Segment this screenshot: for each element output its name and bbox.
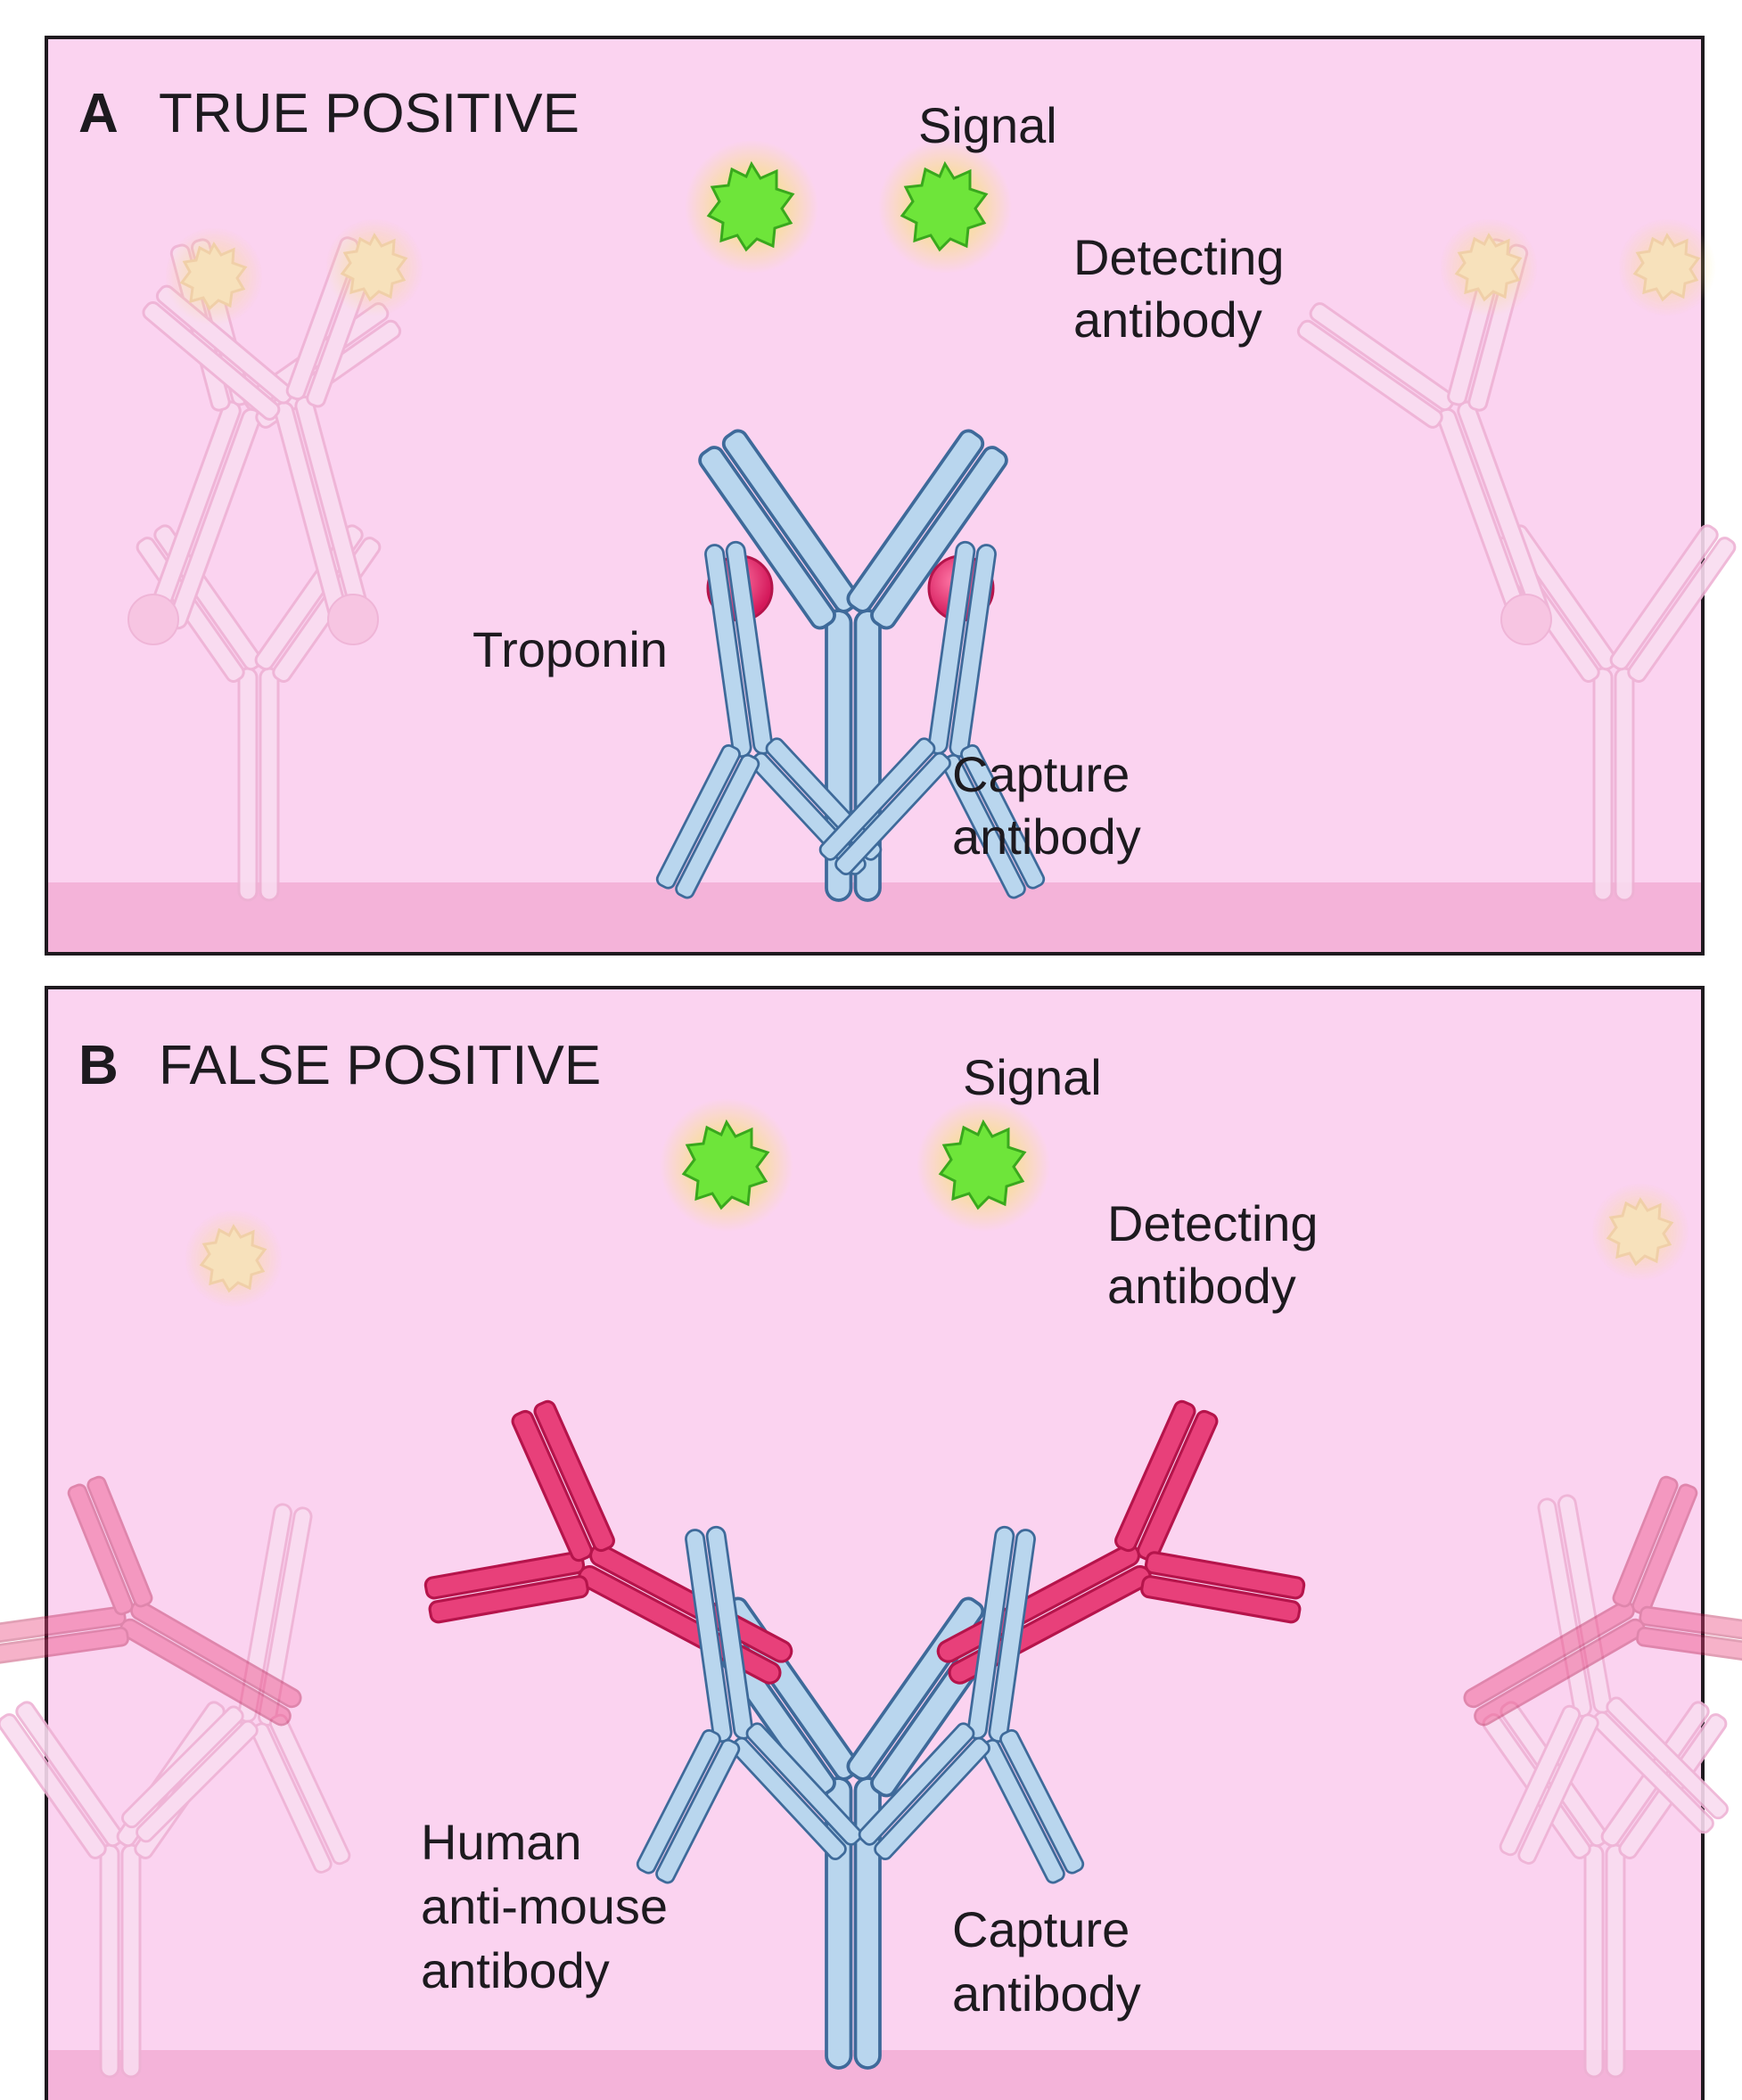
panel-a-capture-label-line2: antibody: [952, 808, 1141, 865]
panel-a-detecting-label-line1: Detecting: [1073, 229, 1285, 285]
panel-a-troponin-label: Troponin: [472, 621, 668, 677]
panel-a-signal-left: [685, 140, 818, 274]
panel-b-detecting-label-line1: Detecting: [1107, 1195, 1319, 1251]
panel-a-signal-label: Signal: [918, 97, 1057, 153]
panel-b-capture-label-line1: Capture: [952, 1901, 1130, 1957]
panel-a-capture-label-line1: Capture: [952, 746, 1130, 802]
panel-b-signal-right: [916, 1098, 1050, 1232]
panel-a-signal-right: [878, 140, 1012, 274]
panel-a-title: TRUE POSITIVE: [159, 83, 579, 144]
panel-b-hama-label-line2: anti-mouse: [421, 1878, 668, 1934]
panel-b-hama-label-line3: antibody: [421, 1942, 610, 1998]
panel-a-letter: A: [78, 83, 119, 144]
panel-a-detecting-label-line2: antibody: [1073, 291, 1262, 348]
panel-b-signal-label: Signal: [963, 1049, 1102, 1105]
panel-b-title: FALSE POSITIVE: [159, 1035, 601, 1096]
panel-b-signal-left: [660, 1098, 793, 1232]
panel-b-hama-label-line1: Human: [421, 1814, 582, 1870]
panel-b-capture-label-line2: antibody: [952, 1965, 1141, 2022]
panel-b: B FALSE POSITIVE Signal Detecting antibo…: [0, 988, 1742, 2100]
panel-a: A TRUE POSITIVE Signal Detecting antibod…: [46, 37, 1738, 954]
panel-b-letter: B: [78, 1035, 119, 1096]
panel-b-detecting-label-line2: antibody: [1107, 1258, 1296, 1314]
